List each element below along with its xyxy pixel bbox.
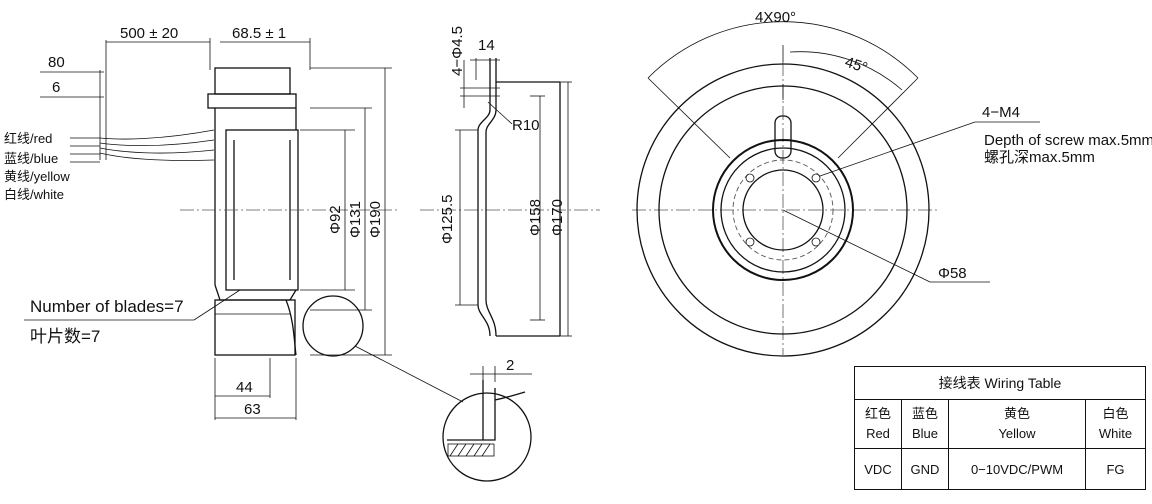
header-red-cn: 红色 — [864, 406, 891, 421]
header-white: 白色 White — [1085, 399, 1146, 449]
value-blue: GND — [901, 448, 949, 490]
header-yellow: 黄色 Yellow — [948, 399, 1086, 449]
dim-phi131: Φ131 — [347, 201, 364, 238]
dim-phi125: Φ125.5 — [439, 194, 456, 244]
screw-depth-cn: 螺孔深max.5mm — [984, 149, 1095, 166]
wiring-table: 接线表 Wiring Table 红色 Red 蓝色 Blue 黄色 Yello… — [854, 366, 1146, 490]
value-white: FG — [1085, 448, 1146, 490]
dim-45: 45° — [843, 54, 870, 77]
wire-label-blue: 蓝线/blue — [4, 151, 58, 166]
dim-phi58: Φ58 — [938, 265, 967, 282]
dim-cable-width: 68.5 ± 1 — [232, 25, 286, 42]
header-blue-en: Blue — [911, 426, 939, 441]
header-white-en: White — [1098, 426, 1133, 441]
side-view: 500 ± 20 68.5 ± 1 80 6 红线/red 蓝线/blue 黄线… — [4, 25, 532, 482]
dim-m4: 4−M4 — [982, 104, 1020, 121]
value-yellow: 0−10VDC/PWM — [948, 448, 1086, 490]
header-blue: 蓝色 Blue — [901, 399, 949, 449]
header-yellow-cn: 黄色 — [1003, 406, 1030, 421]
dim-6: 6 — [52, 79, 60, 96]
wiring-table-title: 接线表 Wiring Table — [854, 366, 1146, 400]
dim-14: 14 — [478, 37, 495, 54]
blades-en: Number of blades=7 — [30, 297, 184, 316]
header-red-en: Red — [866, 426, 890, 441]
header-blue-cn: 蓝色 — [911, 406, 938, 421]
dim-44: 44 — [236, 379, 253, 396]
dim-phi190: Φ190 — [367, 201, 384, 238]
blades-cn: 叶片数=7 — [30, 327, 100, 346]
dim-63: 63 — [244, 401, 261, 418]
dim-phi92: Φ92 — [327, 205, 344, 234]
header-yellow-en: Yellow — [998, 426, 1036, 441]
dim-phi158: Φ158 — [527, 199, 544, 236]
dim-cable-length: 500 ± 20 — [120, 25, 178, 42]
front-view: 4X90° 45° 4−M4 Depth of screw max.5mm 螺孔… — [632, 9, 1152, 357]
section-view: 4−Φ4.5 14 R10 Φ125.5 Φ158 Φ170 — [420, 26, 600, 337]
dim-2: 2 — [506, 357, 514, 374]
header-red: 红色 Red — [854, 399, 902, 449]
dim-4x90: 4X90° — [755, 9, 796, 26]
value-red: VDC — [854, 448, 902, 490]
screw-depth-en: Depth of screw max.5mm — [984, 132, 1152, 149]
dim-80: 80 — [48, 54, 65, 71]
dim-phi170: Φ170 — [549, 199, 566, 236]
header-white-cn: 白色 — [1102, 406, 1129, 421]
wire-label-yellow: 黄线/yellow — [4, 169, 70, 184]
wire-label-red: 红线/red — [4, 131, 52, 146]
dim-holes: 4−Φ4.5 — [449, 26, 466, 76]
wire-label-white: 白线/white — [4, 187, 64, 202]
dim-r10: R10 — [512, 117, 540, 134]
